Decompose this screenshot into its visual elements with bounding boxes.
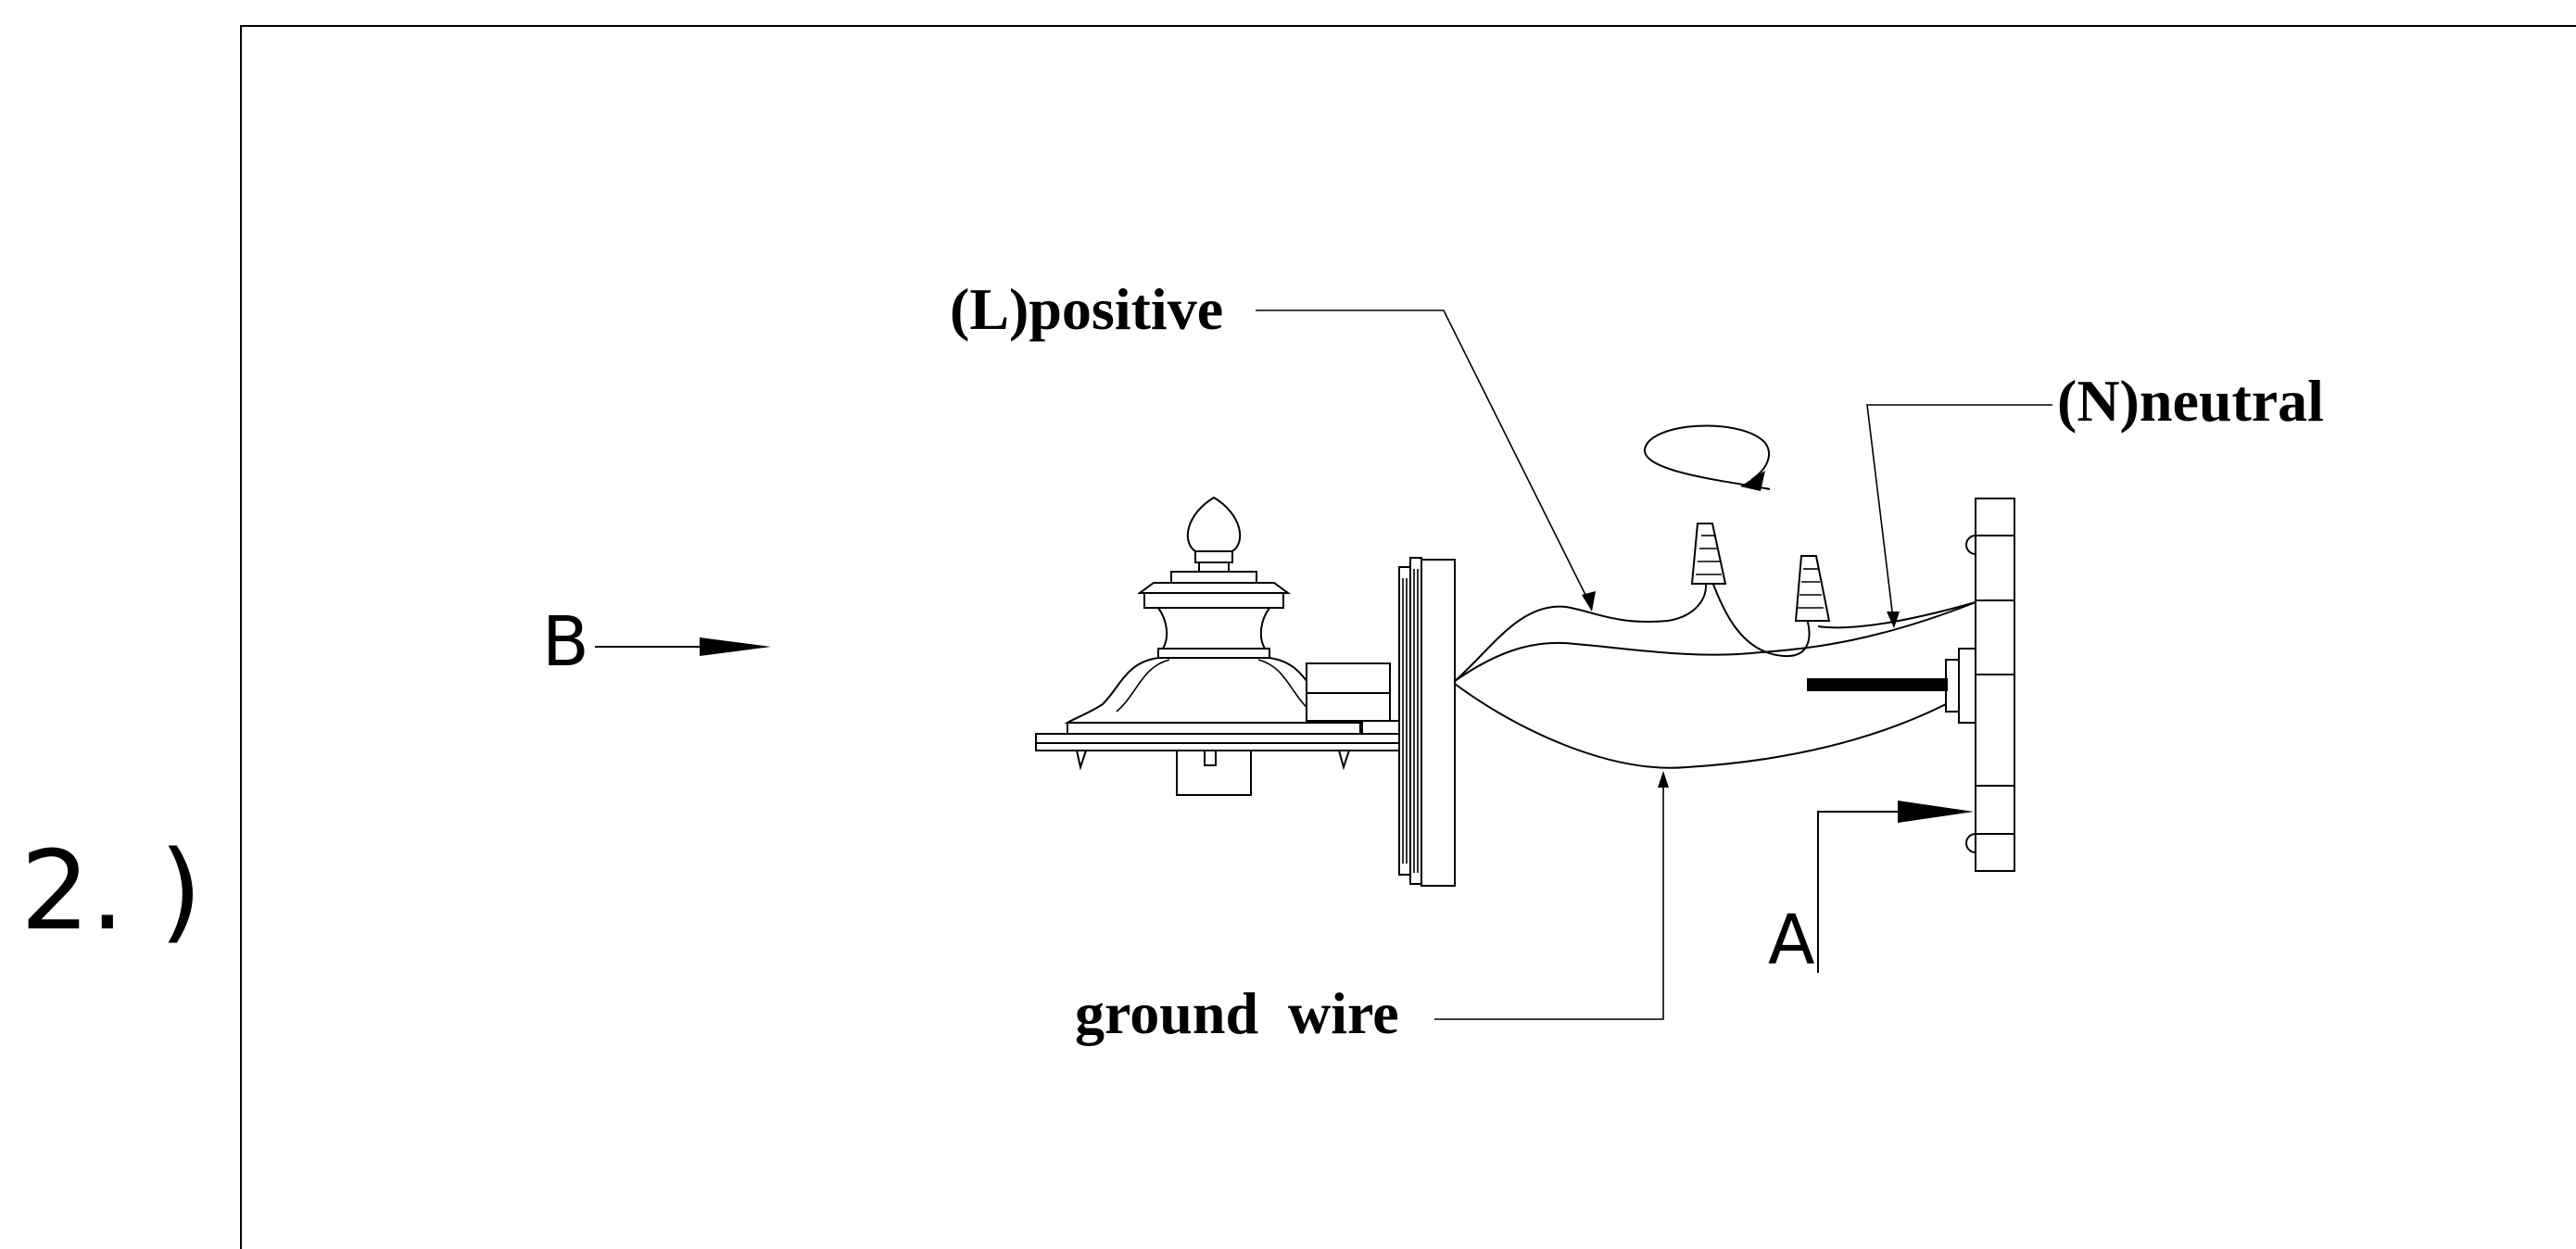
step-number: 2. ) — [20, 826, 202, 954]
positive-label: (L)positive — [950, 276, 1223, 342]
positive-wire-return — [1711, 581, 1811, 658]
diagram-frame — [240, 25, 2576, 1249]
neutral-wire-2 — [1817, 601, 1976, 629]
finial-icon — [1186, 496, 1242, 552]
arrow-b-label: B — [542, 602, 589, 682]
ground-leader — [1434, 778, 1664, 1020]
wires — [1454, 523, 1976, 769]
mounting-plate — [1807, 498, 2015, 872]
wire-nut-icon — [1690, 523, 1727, 585]
lamp-backplate — [1398, 557, 1456, 887]
positive-leader — [1256, 309, 1590, 603]
wire-nut-icon-2 — [1794, 555, 1831, 622]
neutral-label: (N)neutral — [2057, 368, 2324, 434]
arrow-a-head — [1898, 801, 1974, 823]
arrow-b: B — [542, 602, 771, 682]
ground-wire-label: ground wire — [1075, 980, 1399, 1046]
arrow-b-head — [700, 637, 771, 656]
arrow-a: A — [1768, 801, 1974, 980]
lamp-head — [1035, 496, 1400, 796]
neutral-leader — [1866, 404, 2052, 620]
positive-wire — [1454, 578, 1707, 682]
ground-wire-line — [1454, 683, 1947, 769]
neutral-wire — [1454, 601, 1976, 682]
twist-arrow-icon — [1643, 424, 1771, 491]
arrow-a-label: A — [1768, 901, 1815, 980]
threaded-rod — [1807, 678, 1948, 691]
